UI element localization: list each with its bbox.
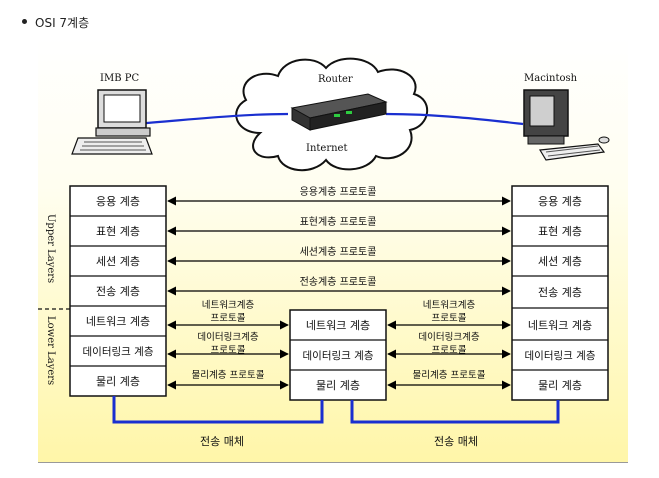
- right-stack: 응용 계층 표현 계층 세션 계층 전송 계층 네트워크 계층 데이터링크 계층…: [511, 185, 609, 401]
- session-protocol-label: 세션계층 프로토콜: [300, 246, 377, 258]
- lower-protocols-left: 네트워크계층 프로토콜 데이터링크계층 프로토콜 물리계층 프로토콜: [167, 299, 289, 390]
- pc-label: IMB PC: [100, 73, 139, 84]
- media-label-left: 전송 매체: [200, 435, 244, 448]
- left-layer-application: 응용 계층: [96, 195, 140, 208]
- pc-router-link: [132, 112, 289, 126]
- transport-protocol-label: 전송계층 프로토콜: [300, 276, 377, 288]
- internet-label: Internet: [306, 143, 347, 154]
- left-layer-transport: 전송 계층: [96, 285, 140, 298]
- left-datalink-protocol-line1: 데이터링크계층: [197, 331, 258, 343]
- left-layer-physical: 물리 계층: [96, 375, 140, 388]
- left-network-protocol-line2: 프로토콜: [211, 313, 246, 324]
- right-datalink-protocol-line1: 데이터링크계층: [418, 331, 479, 343]
- right-layer-presentation: 표현 계층: [538, 225, 582, 238]
- right-layer-session: 세션 계층: [538, 255, 582, 268]
- right-layer-network: 네트워크 계층: [528, 319, 592, 332]
- upper-protocols: 응용계층 프로토콜 표현계층 프로토콜 세션계층 프로토콜 전송계층 프로토콜: [167, 186, 511, 296]
- left-datalink-protocol-line2: 프로토콜: [211, 345, 246, 356]
- lower-protocols-right: 네트워크계층 프로토콜 데이터링크계층 프로토콜 물리계층 프로토콜: [387, 299, 511, 390]
- right-layer-physical: 물리 계층: [538, 379, 582, 392]
- media-label-right: 전송 매체: [434, 435, 478, 448]
- middle-layer-network: 네트워크 계층: [306, 319, 370, 332]
- left-layer-datalink: 데이터링크 계층: [83, 346, 154, 358]
- middle-stack: 네트워크 계층 데이터링크 계층 물리 계층: [289, 309, 387, 401]
- right-network-protocol-line1: 네트워크계층: [423, 299, 476, 311]
- section-heading: OSI 7계층: [22, 14, 89, 31]
- left-layer-presentation: 표현 계층: [96, 225, 140, 238]
- router-label: Router: [318, 74, 353, 85]
- presentation-protocol-label: 표현계층 프로토콜: [300, 216, 377, 228]
- right-network-protocol-line2: 프로토콜: [432, 313, 467, 324]
- bullet-icon: [22, 19, 27, 24]
- middle-layer-physical: 물리 계층: [316, 379, 360, 392]
- heading-text: OSI 7계층: [35, 16, 90, 30]
- lower-layers-label: Lower Layers: [45, 316, 56, 385]
- media-link-right: [350, 400, 560, 424]
- middle-layer-datalink: 데이터링크 계층: [303, 350, 374, 362]
- right-layer-transport: 전송 계층: [538, 286, 582, 299]
- router-icon: [290, 93, 388, 131]
- osi-diagram: IMB PC Router Internet Macintosh Upper L…: [38, 38, 628, 463]
- left-physical-protocol: 물리계층 프로토콜: [192, 369, 265, 381]
- bottom-divider: [38, 462, 628, 463]
- right-layer-application: 응용 계층: [538, 195, 582, 208]
- macintosh-label: Macintosh: [524, 73, 578, 84]
- right-layer-datalink: 데이터링크 계층: [525, 350, 596, 362]
- left-layer-network: 네트워크 계층: [86, 315, 150, 328]
- media-link-left: [112, 396, 324, 424]
- left-network-protocol-line1: 네트워크계층: [202, 299, 255, 311]
- right-datalink-protocol-line2: 프로토콜: [432, 345, 467, 356]
- application-protocol-label: 응용계층 프로토콜: [300, 186, 377, 198]
- right-physical-protocol: 물리계층 프로토콜: [413, 369, 486, 381]
- pc-icon: [71, 89, 153, 155]
- macintosh-icon: [523, 89, 610, 161]
- router-mac-link: [385, 112, 524, 126]
- upper-layers-label: Upper Layers: [45, 214, 56, 283]
- left-layer-session: 세션 계층: [96, 255, 140, 268]
- left-stack: 응용 계층 표현 계층 세션 계층 전송 계층 네트워크 계층 데이터링크 계층…: [69, 185, 167, 397]
